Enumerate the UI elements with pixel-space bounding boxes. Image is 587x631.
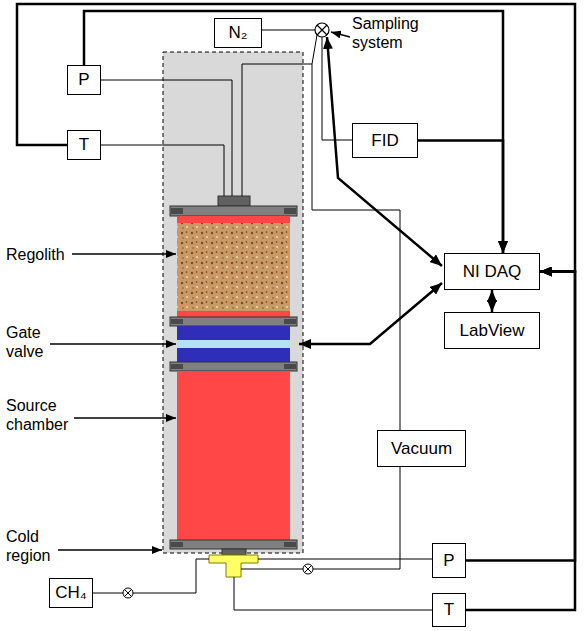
- box-text: T: [444, 600, 454, 620]
- leader-arrow: [50, 343, 176, 344]
- box-text: NI DAQ: [463, 262, 522, 282]
- source-chamber-fill: [177, 371, 290, 540]
- methane-valve: [123, 588, 133, 598]
- signal-line: [491, 290, 494, 312]
- cold-region: [163, 52, 303, 553]
- sensor-wire: [101, 145, 224, 196]
- valve-cross: [305, 566, 312, 573]
- box-text: N₂: [229, 23, 248, 43]
- regolith-fill: [177, 223, 290, 311]
- box-text: T: [79, 135, 89, 155]
- bolt: [171, 208, 183, 214]
- sensor-wire: [258, 559, 432, 560]
- vacuum-line: [241, 467, 400, 569]
- signal-line: [84, 11, 503, 253]
- valve-body: [177, 348, 290, 362]
- flange: [170, 317, 297, 326]
- pressure-sensor-box: P: [67, 65, 101, 95]
- flange: [170, 540, 297, 549]
- tee-fitting: [209, 555, 258, 577]
- box-text: CH₄: [55, 583, 87, 603]
- pressure-sensor-box: P: [432, 543, 466, 578]
- vacuum-line: [312, 64, 400, 430]
- flange: [170, 206, 297, 216]
- leader-arrow: [331, 32, 350, 37]
- red-band: [177, 216, 290, 223]
- part-label: Regolith: [6, 245, 65, 264]
- signal-line: [466, 272, 575, 561]
- bolt: [171, 319, 183, 324]
- valve-cross: [317, 25, 327, 35]
- box-text: Vacuum: [391, 439, 452, 459]
- signal-line: [17, 4, 575, 272]
- part-label: Sampling system: [352, 14, 419, 52]
- box-text: LabView: [460, 321, 525, 341]
- daq-box: NI DAQ: [444, 253, 540, 290]
- gas-line: [262, 30, 315, 31]
- vacuum-box: Vacuum: [377, 430, 466, 467]
- signal-line: [466, 272, 575, 611]
- signal-line: [418, 141, 503, 254]
- box-text: P: [78, 70, 89, 90]
- leader-arrow: [72, 253, 176, 254]
- test-column: [170, 196, 297, 577]
- sensor-wire: [234, 577, 432, 610]
- valve-body: [177, 326, 290, 340]
- leader-arrow: [74, 417, 176, 418]
- gas-line: [93, 559, 209, 593]
- flange: [170, 362, 297, 371]
- part-label: Cold region: [6, 527, 50, 565]
- bolt: [171, 542, 183, 547]
- box-text: P: [443, 551, 454, 571]
- valve-gate: [177, 340, 290, 348]
- detector-box: FID: [352, 123, 418, 158]
- bolt: [171, 364, 183, 369]
- valve-cross: [125, 590, 132, 597]
- control-line: [299, 283, 442, 344]
- part-label: Gate valve: [6, 323, 43, 361]
- temperature-sensor-box: T: [67, 130, 101, 160]
- red-band: [177, 311, 290, 317]
- bolt: [284, 542, 296, 547]
- top-fitting: [218, 196, 250, 206]
- gas-source-box: CH₄: [49, 578, 93, 608]
- valve-symbol: [315, 23, 329, 37]
- control-line: [327, 37, 442, 266]
- vacuum-valve: [303, 564, 313, 574]
- software-box: LabView: [444, 312, 540, 349]
- valve-symbol: [303, 564, 313, 574]
- fid-line: [322, 37, 352, 140]
- leader-arrow: [58, 549, 162, 550]
- bottom-fitting: [222, 549, 246, 555]
- bolt: [284, 319, 296, 324]
- gas-source-box: N₂: [214, 18, 262, 48]
- temperature-sensor-box: T: [432, 593, 466, 627]
- box-text: FID: [371, 131, 398, 151]
- part-label: Source chamber: [6, 396, 68, 434]
- sample-line: [242, 35, 317, 196]
- sensor-wire: [101, 80, 232, 196]
- bolt: [284, 208, 296, 214]
- bolt: [284, 364, 296, 369]
- sampling-valve: [315, 23, 329, 37]
- valve-symbol: [123, 588, 133, 598]
